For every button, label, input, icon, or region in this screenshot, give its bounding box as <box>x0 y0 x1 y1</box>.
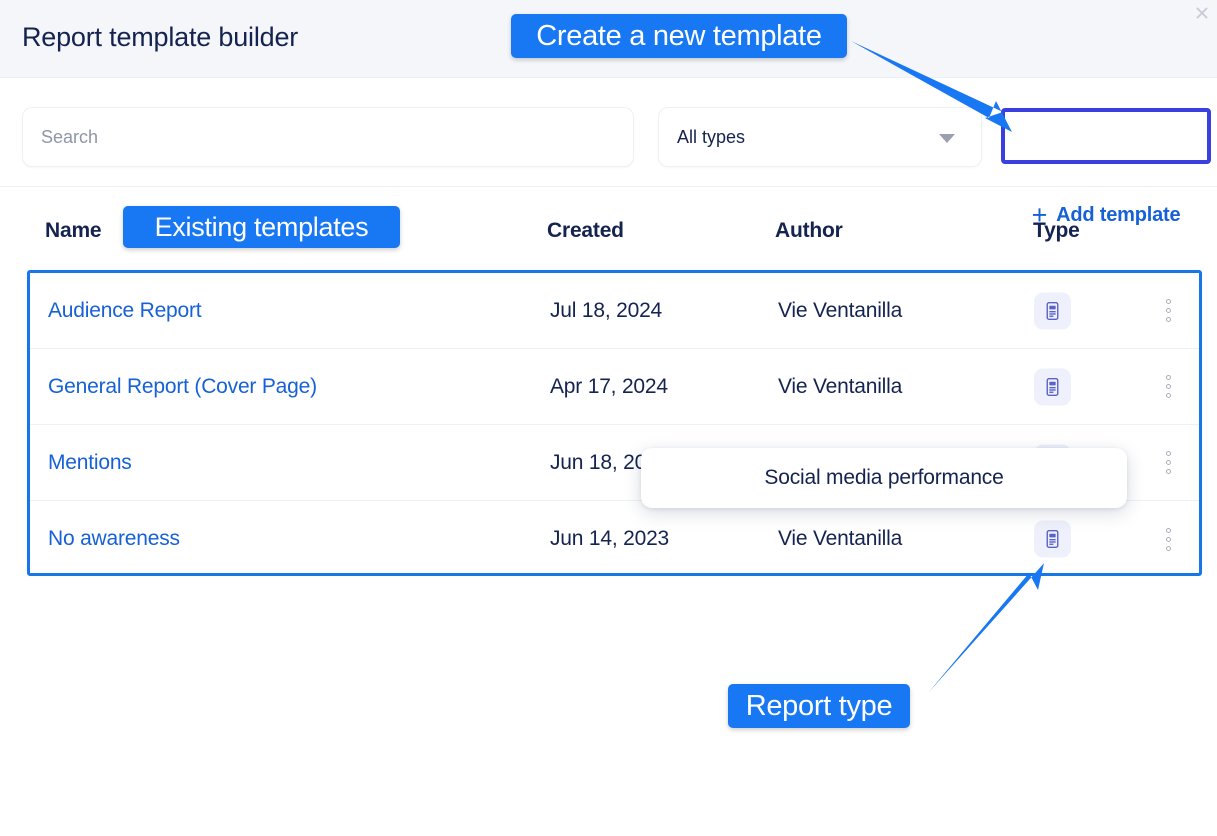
type-filter-value: All types <box>677 126 746 147</box>
search-input[interactable] <box>23 108 633 166</box>
template-created: Jul 18, 2024 <box>550 298 663 322</box>
table-row[interactable]: Audience Report Jul 18, 2024 Vie Ventani… <box>30 273 1199 349</box>
page-header: Report template builder <box>0 0 1217 78</box>
search-input-wrapper[interactable] <box>22 107 634 167</box>
column-header-author[interactable]: Author <box>775 219 843 242</box>
template-author: Vie Ventanilla <box>778 527 903 550</box>
callout-create-new-template: Create a new template <box>511 14 847 58</box>
template-author: Vie Ventanilla <box>778 374 903 398</box>
arrow-report-type <box>928 561 1046 693</box>
column-header-created[interactable]: Created <box>547 219 624 242</box>
template-name-link[interactable]: No awareness <box>48 527 180 550</box>
table-row[interactable]: General Report (Cover Page) Apr 17, 2024… <box>30 349 1199 425</box>
social-media-report-icon[interactable] <box>1034 292 1071 329</box>
toolbar: All types + Add template <box>0 79 1217 241</box>
social-media-report-icon[interactable] <box>1034 520 1071 558</box>
plus-icon: + <box>1031 200 1048 230</box>
template-name-link[interactable]: General Report (Cover Page) <box>48 374 317 398</box>
kebab-menu-icon[interactable] <box>1156 445 1180 481</box>
page-title: Report template builder <box>22 22 299 52</box>
close-icon[interactable] <box>1191 2 1213 24</box>
type-tooltip: Social media performance <box>641 448 1127 508</box>
table-header-row: Name Created Author Type <box>0 186 1217 270</box>
templates-rows-outline: Audience Report Jul 18, 2024 Vie Ventani… <box>27 270 1202 576</box>
callout-existing-templates: Existing templates <box>123 206 400 248</box>
template-name-link[interactable]: Mentions <box>48 450 132 474</box>
kebab-menu-icon[interactable] <box>1156 293 1180 329</box>
type-filter-select[interactable]: All types <box>658 107 982 167</box>
add-template-button[interactable]: + Add template <box>1003 189 1209 241</box>
template-created: Jun 18, 2023 <box>550 450 670 474</box>
social-media-report-icon[interactable] <box>1034 368 1071 405</box>
kebab-menu-icon[interactable] <box>1156 369 1180 405</box>
add-template-label: Add template <box>1056 203 1181 226</box>
template-created: Apr 17, 2024 <box>550 374 668 398</box>
chevron-down-icon <box>939 134 955 143</box>
kebab-menu-icon[interactable] <box>1156 521 1180 557</box>
template-author: Vie Ventanilla <box>778 298 903 322</box>
template-created: Jun 14, 2023 <box>550 527 670 550</box>
column-header-name[interactable]: Name <box>45 219 102 242</box>
table-row[interactable]: No awareness Jun 14, 2023 Vie Ventanilla <box>30 501 1199 577</box>
templates-table: Name Created Author Type <box>0 186 1217 270</box>
column-header-type[interactable]: Type <box>1033 219 1080 242</box>
template-name-link[interactable]: Audience Report <box>48 298 202 322</box>
callout-report-type: Report type <box>728 684 910 728</box>
